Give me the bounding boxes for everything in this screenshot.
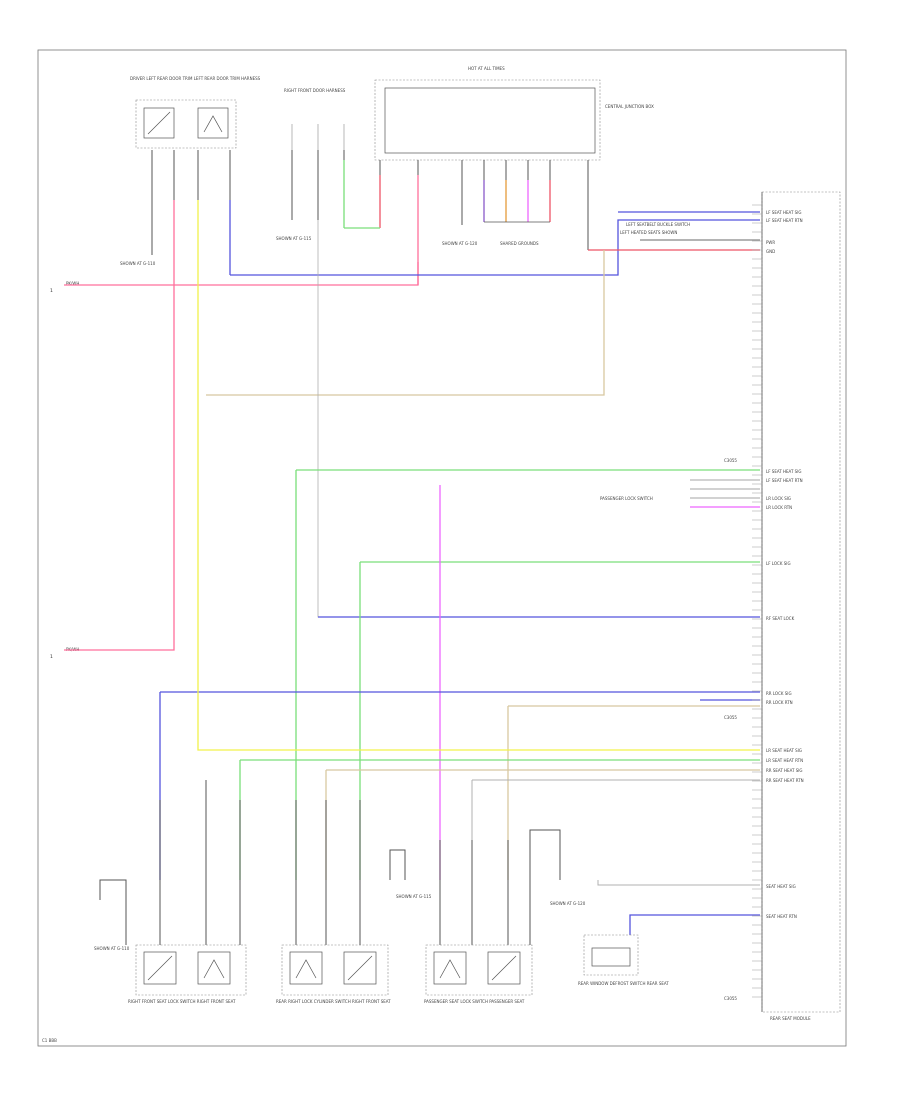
shared-grounds-label: SHARED GROUNDS: [500, 241, 539, 246]
wire-gray-bottom: [597, 880, 760, 886]
bottom-component-3: PASSENGER SEAT LOCK SWITCH PASSENGER SEA…: [424, 944, 533, 1004]
ground-left-label: SHOWN AT G-110: [120, 261, 156, 266]
svg-text:RR SEAT HEAT RTN: RR SEAT HEAT RTN: [766, 778, 804, 783]
wire-pink-left: [64, 285, 175, 651]
top-connector-stubs: [151, 150, 589, 255]
left-heater-note: LEFT HEATED SEATS SHOWN: [620, 230, 677, 235]
ground-bottom-right-label: SHOWN AT G-120: [550, 901, 586, 906]
svg-text:LEFT SEATBELT BUCKLE SWITCH: LEFT SEATBELT BUCKLE SWITCH: [626, 222, 690, 227]
svg-text:RIGHT FRONT SEAT LOCK SWITCH R: RIGHT FRONT SEAT LOCK SWITCH RIGHT FRONT…: [128, 999, 236, 1004]
svg-text:RR LOCK RTN: RR LOCK RTN: [766, 700, 793, 705]
svg-text:C3055: C3055: [724, 996, 737, 1001]
svg-text:RR SEAT HEAT SIG: RR SEAT HEAT SIG: [766, 768, 803, 773]
svg-text:C3055: C3055: [724, 458, 737, 463]
wire-blue-top: [230, 219, 760, 276]
svg-text:CENTRAL JUNCTION BOX: CENTRAL JUNCTION BOX: [605, 104, 654, 109]
rear-seat-module: REAR SEAT MODULE C3055 C3055 C3055 PASSE…: [600, 191, 841, 1021]
wire-pink-top: [64, 262, 419, 286]
svg-text:REAR WINDOW DEFROST SWITCH REA: REAR WINDOW DEFROST SWITCH REAR SEAT: [578, 981, 669, 986]
svg-text:LF SEAT HEAT SIG: LF SEAT HEAT SIG: [766, 469, 802, 474]
svg-text:PASSENGER LOCK SWITCH: PASSENGER LOCK SWITCH: [600, 496, 653, 501]
diagram-frame: [37, 49, 847, 1047]
svg-text:LF SEAT HEAT SIG: LF SEAT HEAT SIG: [766, 210, 802, 215]
bottom-component-2: REAR RIGHT LOCK CYLINDER SWITCH RIGHT FR…: [276, 944, 391, 1004]
svg-text:LR LOCK SIG: LR LOCK SIG: [766, 496, 791, 501]
svg-text:LF LOCK SIG: LF LOCK SIG: [766, 561, 791, 566]
wire-blue-bottom: [629, 914, 760, 935]
svg-text:PASSENGER SEAT LOCK SWITCH PAS: PASSENGER SEAT LOCK SWITCH PASSENGER SEA…: [424, 999, 525, 1004]
bottom-component-1: RIGHT FRONT SEAT LOCK SWITCH RIGHT FRONT…: [128, 944, 247, 1004]
wire-gray-long: [317, 220, 760, 618]
central-junction-box: HOT AT ALL TIMES CENTRAL JUNCTION BOX: [374, 66, 654, 161]
svg-text:LR LOCK RTN: LR LOCK RTN: [766, 505, 792, 510]
svg-text:GND: GND: [766, 249, 775, 254]
left-marker-top: 1: [50, 288, 53, 294]
svg-text:LR SEAT HEAT RTN: LR SEAT HEAT RTN: [766, 758, 803, 763]
ground-mid-label: SHOWN AT G-115: [276, 236, 312, 241]
driver-switch-module: DRIVER LEFT REAR DOOR TRIM LEFT REAR DOO…: [130, 76, 261, 149]
wire-tan-mid: [206, 250, 605, 396]
rear-wiper-motor: RIGHT FRONT DOOR HARNESS: [284, 88, 346, 150]
svg-text:RIGHT FRONT DOOR HARNESS: RIGHT FRONT DOOR HARNESS: [284, 88, 346, 93]
svg-text:HOT AT ALL TIMES: HOT AT ALL TIMES: [468, 66, 505, 71]
ground-bottom-mid-label: SHOWN AT G-115: [396, 894, 432, 899]
module-pin-ticks: [752, 204, 762, 998]
svg-text:PWR: PWR: [766, 240, 775, 245]
page-label: C1 BBB: [42, 1038, 57, 1043]
svg-text:SEAT HEAT RTN: SEAT HEAT RTN: [766, 914, 797, 919]
svg-text:LF SEAT HEAT RTN: LF SEAT HEAT RTN: [766, 478, 803, 483]
svg-text:REAR SEAT MODULE: REAR SEAT MODULE: [770, 1016, 811, 1021]
svg-text:RF SEAT LOCK: RF SEAT LOCK: [766, 616, 795, 621]
ground-bottom-left-label: SHOWN AT G-110: [94, 946, 130, 951]
svg-text:DRIVER LEFT REAR DOOR TRIM LEF: DRIVER LEFT REAR DOOR TRIM LEFT REAR DOO…: [130, 76, 261, 81]
wire-yellow: [197, 260, 760, 751]
svg-text:REAR RIGHT LOCK CYLINDER SWITC: REAR RIGHT LOCK CYLINDER SWITCH RIGHT FR…: [276, 999, 391, 1004]
top-stub-colors: [173, 160, 551, 285]
svg-text:LR SEAT HEAT SIG: LR SEAT HEAT SIG: [766, 748, 802, 753]
left-wire-top-label: PK/WH: [66, 281, 79, 286]
svg-text:RR LOCK SIG: RR LOCK SIG: [766, 691, 792, 696]
left-marker-bottom: 1: [50, 654, 53, 660]
svg-text:C3055: C3055: [724, 715, 737, 720]
svg-text:SEAT HEAT SIG: SEAT HEAT SIG: [766, 884, 796, 889]
bottom-connector-stubs: [99, 780, 561, 945]
bottom-component-4: REAR WINDOW DEFROST SWITCH REAR SEAT: [578, 934, 669, 986]
svg-text:LF SEAT HEAT RTN: LF SEAT HEAT RTN: [766, 218, 803, 223]
ground-right-label: SHOWN AT G-120: [442, 241, 478, 246]
